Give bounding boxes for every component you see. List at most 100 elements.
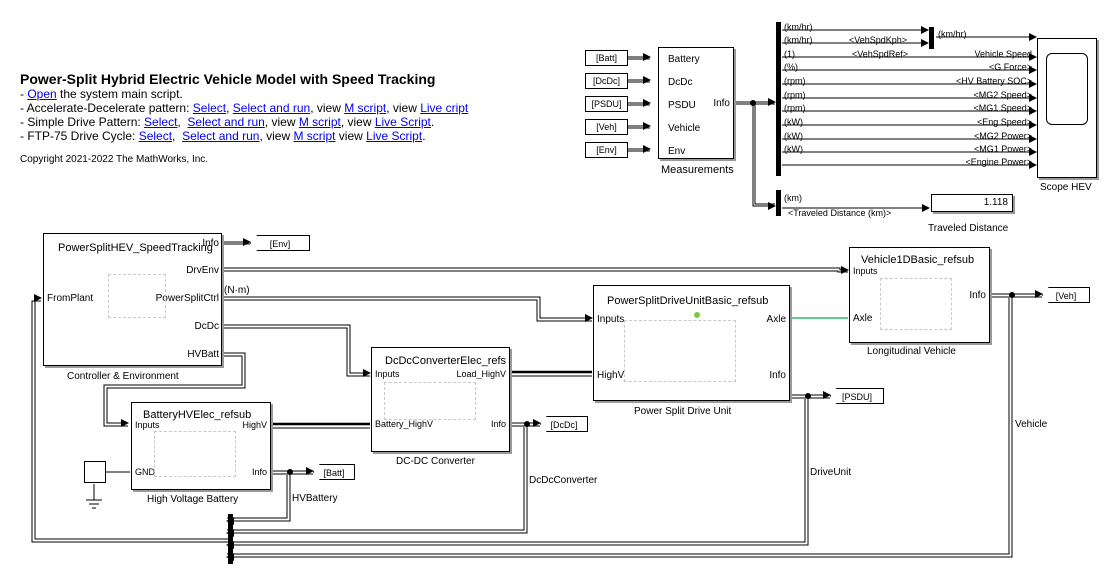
drive-unit-caption: Power Split Drive Unit [634,406,732,417]
distance-signal: <Traveled Distance (km)> [788,208,892,218]
port-info: Info [969,290,986,301]
annotation-text: view [335,129,367,143]
distance-display[interactable]: 1.118 [931,194,1013,212]
port-env: Env [668,146,686,157]
from-env-tag[interactable]: [Env] [585,142,628,158]
port-gnd: GND [135,467,155,477]
scope-caption: Scope HEV [1040,182,1092,193]
goto-env-tag[interactable]: [Env] [250,235,310,251]
simple-select-run-link[interactable]: Select and run [187,115,265,129]
from-batt-tag[interactable]: [Batt] [585,50,628,66]
bus-signal-wires [782,26,1037,212]
dcdc-block[interactable]: DcDcConverterElec_refs Inputs Battery_Hi… [371,347,510,452]
dcdc-caption: DC-DC Converter [396,456,475,467]
electrical-reference-block[interactable] [84,461,106,483]
unit-label: (kW) [784,117,803,127]
port-drvenv: DrvEnv [186,265,219,276]
signal-label: Vehicle Speed [974,49,1032,59]
signal-label: <Eng Speed> [976,117,1032,127]
controller-thumbnail [108,274,166,318]
accel-select-run-link[interactable]: Select and run [232,101,311,115]
simple-select-link[interactable]: Select [144,115,178,129]
scope-hev-block[interactable] [1037,38,1097,178]
port-load-highv: Load_HighV [456,369,506,379]
dcdc-title: DcDcConverterElec_refs [385,355,507,367]
bus-creator[interactable] [228,514,233,564]
unit-label: (1) [784,49,795,59]
gear-icon [694,312,700,318]
annotation-line-accel: - Accelerate-Decelerate pattern: Select,… [20,101,469,115]
bus-selector[interactable] [776,22,781,176]
annotation-text: - Accelerate-Decelerate pattern: [20,101,193,115]
ground-icon [86,496,104,510]
port-fromplant: FromPlant [47,293,94,304]
accel-select-link[interactable]: Select [192,101,227,115]
from-dcdc-tag[interactable]: [DcDc] [585,73,628,89]
drive-unit-block[interactable]: PowerSplitDriveUnitBasic_refsub Inputs H… [593,285,790,401]
from-veh-tag[interactable]: [Veh] [585,119,628,135]
accel-live-script-link[interactable]: Live cript [420,101,469,115]
unit-label: (km/hr) [784,35,813,45]
unit-label: (kW) [784,131,803,141]
accel-mscript-link[interactable]: M script [344,101,387,115]
port-powersplitctrl: PowerSplitCtrl [155,293,219,304]
controller-caption: Controller & Environment [67,371,179,382]
port-inputs: Inputs [597,314,625,325]
goto-batt-tag[interactable]: [Batt] [313,464,355,480]
dcdc-line-label: DcDcConverter [529,475,598,486]
controller-block[interactable]: PowerSplitHEV_SpeedTracking Info DrvEnv … [43,233,222,366]
ftp-select-run-link[interactable]: Select and run [182,129,260,143]
speed-mux[interactable] [929,27,934,49]
ftp-live-script-link[interactable]: Live Script [366,129,423,143]
unit-label: (rpm) [784,76,806,86]
battery-title: BatteryHVElec_refsub [143,409,252,421]
ftp-mscript-link[interactable]: M script [293,129,336,143]
signal-label: <VehSpdKph> [849,35,908,45]
dcdc-thumbnail [384,382,476,420]
unit-label: (km/hr) [938,29,967,39]
measurements-block[interactable]: Battery DcDc PSDU Vehicle Env Info [658,47,734,159]
battery-line-label: HVBattery [292,493,338,504]
annotation-text: , view [259,129,294,143]
vehicle-thumbnail [880,278,952,330]
drive-unit-title: PowerSplitDriveUnitBasic_refsub [607,295,769,307]
simple-live-script-link[interactable]: Live Script [374,115,431,129]
goto-veh-tag[interactable]: [Veh] [1042,287,1090,303]
open-script-link[interactable]: Open [27,87,57,101]
drive-unit-line-label: DriveUnit [810,467,852,478]
signal-label: <HV Battery SOC> [955,76,1032,86]
battery-block[interactable]: BatteryHVElec_refsub Inputs GND HighV In… [131,402,271,490]
annotation-text: the system main script. [56,87,183,101]
port-info: Info [713,98,730,109]
port-axle: Axle [853,313,873,324]
goto-psdu-tag[interactable]: [PSDU] [830,388,884,404]
port-info: Info [490,419,506,429]
port-axle: Axle [766,314,786,325]
torque-unit: (N·m) [224,285,250,296]
port-highv: HighV [597,370,625,381]
port-dcdc: DcDc [668,77,693,88]
battery-thumbnail [154,431,236,477]
annotation-text: , view [264,115,299,129]
signal-label: <MG2 Speed> [973,90,1032,100]
port-info: Info [251,467,267,477]
vehicle-block[interactable]: Vehicle1DBasic_refsub Inputs Axle Info [849,247,990,343]
port-info: Info [202,238,219,249]
ftp-select-link[interactable]: Select [138,129,173,143]
signal-label: <VehSpdRef> [852,49,909,59]
signal-label: <MG1 Power> [973,144,1032,154]
model-title: Power-Split Hybrid Electric Vehicle Mode… [20,71,436,87]
distance-unit: (km) [784,193,802,203]
port-inputs: Inputs [135,420,160,430]
controller-title: PowerSplitHEV_SpeedTracking [58,242,213,254]
signal-label: <MG1 Speed> [973,103,1032,113]
simple-mscript-link[interactable]: M script [298,115,341,129]
unit-label: (%) [784,62,798,72]
vehicle-title: Vehicle1DBasic_refsub [861,254,975,266]
from-psdu-tag[interactable]: [PSDU] [585,96,628,112]
annotation-line-simple: - Simple Drive Pattern: Select, Select a… [20,115,435,129]
distance-selector[interactable] [776,190,781,216]
port-highv: HighV [242,420,267,430]
goto-dcdc-tag[interactable]: [DcDc] [540,416,588,432]
